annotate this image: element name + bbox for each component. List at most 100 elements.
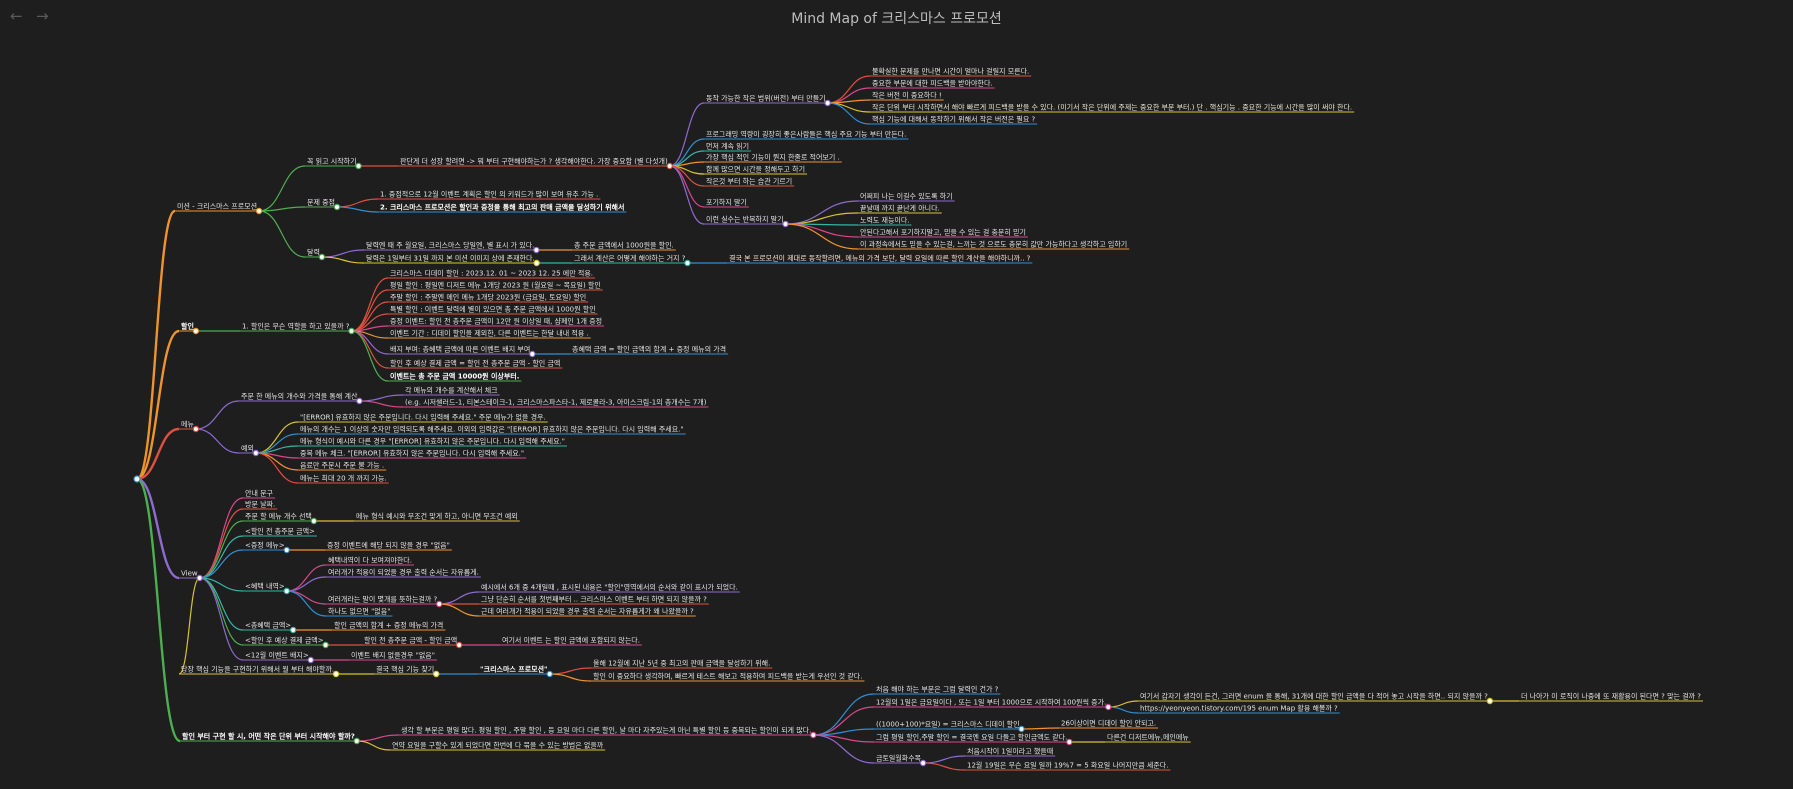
node-label-b3b3[interactable]: 메뉴 형식이 예시와 다른 경우 "[ERROR] 유효하지 않은 주문입니다.…: [300, 437, 565, 446]
node-label-b3b[interactable]: 예외: [241, 444, 254, 453]
node-label-b4j1a2[interactable]: 할인 이 중요하다 생각하며, 빠르게 테스트 해보고 적용하며 피드백을 받는…: [593, 672, 862, 681]
node-toggle-b1[interactable]: [255, 207, 263, 215]
node-label-c2[interactable]: 프로그래밍 역량이 굉장히 좋은사람들은 핵심 주요 기능 부터 만든다.: [706, 130, 906, 139]
node-label-b5a4a[interactable]: 다른건 디저트메뉴,메인메뉴: [1107, 733, 1189, 742]
node-label-c8d[interactable]: 안된다고해서 포기하지말고, 믿을 수 있는 걸 충분히 믿기: [860, 228, 1026, 237]
node-label-b4b[interactable]: 방문 날짜.: [245, 500, 275, 509]
node-label-b1c[interactable]: 달력: [307, 249, 320, 257]
node-label-c8c[interactable]: 노력도 재능이다.: [860, 216, 910, 225]
node-label-b4j1a1[interactable]: 올해 12월에 지난 5년 중 최고의 판매 금액을 달성하기 위해.: [593, 659, 770, 668]
node-label-b5a2a1[interactable]: 더 나아가 이 로직이 나중에 또 재활용이 된다면 ? 맞는 걸까 ?: [1521, 692, 1701, 701]
arrow-left-icon[interactable]: ←: [10, 7, 23, 25]
node-label-b2a2[interactable]: 평일 할인 : 평일엔 디저트 메뉴 1개당 2023 원 (월요일 ~ 목요일…: [390, 281, 601, 290]
node-label-c7[interactable]: 포기하지 말기: [706, 198, 747, 207]
node-label-b4h1[interactable]: 할인 전 총주문 금액 - 할인 금액: [364, 636, 457, 645]
node-label-b2a5[interactable]: 증정 이벤트: 할인 전 총주문 금액이 12만 원 이상일 때, 샴페인 1개…: [390, 317, 602, 326]
node-label-b4e1[interactable]: 증정 이벤트에 해당 되지 않을 경우 "없음": [327, 541, 450, 550]
node-toggle-b1c[interactable]: [318, 253, 326, 261]
node-label-b2a4[interactable]: 특별 할인 : 이벤트 달력에 별이 있으면 총 주문 금액에서 1000원 할…: [390, 305, 596, 314]
node-label-b5[interactable]: 할인 부터 구현 할 시, 어떤 작은 단위 부터 시작해야 할까?: [182, 732, 355, 741]
node-label-b5a2[interactable]: 12월의 1일은 금요일이다 , 또는 1일 부터 1000으로 시작하여 10…: [876, 698, 1106, 707]
node-toggle-b1c1[interactable]: [533, 246, 540, 254]
node-toggle-c1[interactable]: [824, 99, 831, 107]
node-toggle-b4e[interactable]: [283, 546, 290, 554]
node-label-b3a1[interactable]: 각 메뉴의 개수를 계산해서 체크: [405, 386, 498, 395]
node-toggle-b1c2a[interactable]: [684, 259, 691, 267]
node-label-b4f3c[interactable]: 근데 여러개가 적용이 되었을 경우 출력 순서는 자유롭게가 왜 나왔을까 ?: [481, 607, 694, 616]
node-label-b3a[interactable]: 주문 한 메뉴의 개수와 가격을 통해 계산: [241, 392, 358, 401]
node-label-b4h[interactable]: <할인 후 예상 결제 금액>: [245, 636, 324, 645]
node-label-b5a4[interactable]: 그럼 평일 할인,주말 할인 = 결국엔 요일 다들고 할인금액도 같다.: [876, 733, 1067, 742]
node-label-c1[interactable]: 동작 가능한 작은 범위(버전) 부터 만들기: [706, 94, 826, 103]
node-label-b1a[interactable]: 꼭 읽고 시작하기: [307, 157, 357, 166]
node-label-b3b6[interactable]: 메뉴는 최대 20 개 까지 가능.: [300, 474, 387, 483]
arrow-right-icon[interactable]: →: [36, 7, 49, 25]
node-label-c5[interactable]: 함께 많으면 시간을 정해두고 하기: [706, 165, 805, 174]
node-label-b5a5a[interactable]: 처음시작이 1일이라고 했을때: [967, 747, 1053, 756]
node-toggle-b4[interactable]: [196, 574, 203, 582]
node-label-b1b1[interactable]: 1. 중점적으로 12월 이벤트 계획은 할인 의 키워드가 많이 보여 유추 …: [380, 190, 598, 199]
node-toggle-b5[interactable]: [353, 737, 360, 745]
node-toggle-b4f[interactable]: [283, 587, 290, 595]
node-label-b4f3b[interactable]: 그냥 단순히 순서를 첫번째부터 .. 크리스마스 이벤트 부터 하면 되지 않…: [481, 595, 707, 604]
node-label-b1c2b[interactable]: 결국 본 프로모션이 제대로 동작할려면, 메뉴의 가격 보단, 달력 요일에 …: [729, 254, 1031, 263]
node-toggle-b4g[interactable]: [289, 626, 297, 634]
node-label-b4d[interactable]: <할인 전 총주문 금액>: [245, 527, 315, 536]
node-label-b4j1a[interactable]: "크리스마스 프로모션": [480, 665, 548, 674]
node-label-b5a2b[interactable]: https://yeonyeon.tistory.com/195 enum Ma…: [1140, 704, 1338, 713]
node-label-b3[interactable]: 메뉴: [181, 421, 194, 429]
node-label-b2a7[interactable]: 배지 부여: 총혜택 금액에 따른 이벤트 배지 부여: [390, 345, 530, 354]
node-label-b4j1[interactable]: 결국 핵심 기능 찾기: [376, 665, 434, 674]
node-toggle-b5a3[interactable]: [1018, 725, 1025, 733]
node-label-b2a9[interactable]: 이벤트는 총 주문 금액 10000원 이상부터.: [390, 372, 519, 381]
node-toggle-b5a4[interactable]: [1066, 738, 1073, 746]
node-toggle-b4h[interactable]: [322, 641, 329, 649]
node-toggle-b4j1[interactable]: [433, 670, 440, 678]
node-label-b4f3[interactable]: 여러개라는 말이 몇개를 뜻하는걸까 ?: [328, 595, 437, 604]
node-label-b2a1[interactable]: 크리스마스 디데이 할인 : 2023.12. 01 ~ 2023 12. 25…: [390, 269, 593, 278]
node-toggle-b3[interactable]: [192, 425, 200, 433]
node-label-b2a8[interactable]: 할인 후 예상 결제 금액 = 할인 전 총주문 금액 - 할인 금액: [390, 359, 560, 368]
node-toggle-b5a[interactable]: [810, 731, 817, 739]
node-label-b4c1[interactable]: 메뉴 형식 예시와 무조건 맞게 하고, 아니면 무조건 예외: [356, 512, 518, 521]
node-toggle-b4c[interactable]: [310, 517, 318, 525]
node-toggle-b2a[interactable]: [348, 327, 355, 335]
node-label-b2a3[interactable]: 주말 할인 : 주말엔 메인 메뉴 1개당 2023원 (금요일, 토요일) 할…: [390, 293, 586, 302]
node-label-b1b2[interactable]: 2. 크리스마스 프로모션은 할인과 증정을 통해 최고의 판매 금액을 달성하…: [380, 203, 624, 212]
node-toggle-b5a5[interactable]: [919, 759, 927, 767]
node-label-b3b4[interactable]: 중복 메뉴 체크. "[ERROR] 유효하지 않은 주문입니다. 다시 입력해…: [300, 449, 524, 458]
node-label-b4i[interactable]: <12월 이벤트 배지>: [245, 651, 309, 660]
node-toggle-b2[interactable]: [192, 327, 200, 335]
node-label-b1c1[interactable]: 달력엔 때 주 월요일, 크리스마스 당일엔, 별 표시 가 있다.: [366, 241, 534, 250]
node-label-b3b2[interactable]: 메뉴의 개수는 1 이상의 숫자만 입력되도록 해주세요. 이외의 입력값은 "…: [300, 425, 684, 434]
node-label-c1a[interactable]: 불확실한 문제를 만나면 시간이 얼마나 걸릴지 모른다.: [872, 67, 1029, 76]
node-label-b4h1a[interactable]: 여기서 이벤트 는 할인 금액에 포함되지 않는다.: [502, 636, 640, 645]
node-label-b4[interactable]: View: [181, 570, 198, 578]
node-label-b5b[interactable]: 연약 요일을 구할수 있게 되었다면 한번에 다 묶을 수 있는 방법은 없을까: [392, 741, 604, 750]
node-label-b5a3[interactable]: ((1000+100)*요일) = 크리스마스 디데이 할인: [876, 720, 1020, 729]
node-toggle-c8[interactable]: [782, 220, 789, 228]
node-label-c1d[interactable]: 작은 단위 부터 시작하면서 해야 빠르게 피드백을 받을 수 있다. (미기서…: [872, 103, 1352, 112]
node-toggle-root[interactable]: [133, 475, 141, 483]
node-label-b2a7a[interactable]: 총혜택 금액 = 할인 금액의 합계 + 증정 메뉴의 가격: [572, 345, 726, 354]
node-label-b5a3a[interactable]: 26이상이면 디데이 할인 안되고.: [1061, 719, 1156, 728]
node-label-b4g[interactable]: <총혜택 금액>: [245, 621, 291, 630]
node-label-c1c[interactable]: 작은 버전 이 중요하다 !: [872, 91, 942, 100]
node-label-b2[interactable]: 할인: [181, 322, 194, 331]
node-toggle-b2a7[interactable]: [529, 350, 536, 358]
node-toggle-b3a[interactable]: [356, 397, 363, 405]
node-label-b4f2[interactable]: 여러개가 적용이 되었을 경우 출력 순서는 자유롭게.: [328, 568, 479, 577]
node-toggle-b1c2[interactable]: [533, 259, 540, 267]
node-label-c6[interactable]: 작은것 부터 하는 습관 기르기: [706, 177, 792, 186]
node-label-b4a[interactable]: 안내 문구: [245, 489, 274, 498]
node-label-b1c2[interactable]: 달력은 1일부터 31일 까지 본 미션 이미지 상에 존재한다.: [366, 254, 535, 263]
node-label-b4e[interactable]: <증정 메뉴>: [245, 541, 285, 550]
node-label-b3a2[interactable]: (e.g. 시저샐러드-1, 티본스테이크-1, 크리스마스파스타-1, 제로콜…: [405, 398, 707, 407]
node-toggle-b1a1[interactable]: [666, 162, 673, 170]
node-label-b4j[interactable]: 당장 핵심 기능을 구현하기 위해서 뭘 부터 해야할까.: [181, 665, 334, 674]
node-toggle-b4j[interactable]: [332, 670, 340, 678]
node-label-b4i1[interactable]: 이벤트 배지 없을경우 "없음": [351, 651, 435, 660]
node-toggle-b4i[interactable]: [307, 656, 314, 664]
node-label-c4[interactable]: 가장 핵심 적인 기능이 뭔지 한줄로 적어보기 .: [706, 153, 840, 162]
node-label-b4f3a[interactable]: 예시에서 6개 중 4개일때 , 표시된 내용은 "할인"영역에서의 순서와 같…: [481, 583, 738, 592]
